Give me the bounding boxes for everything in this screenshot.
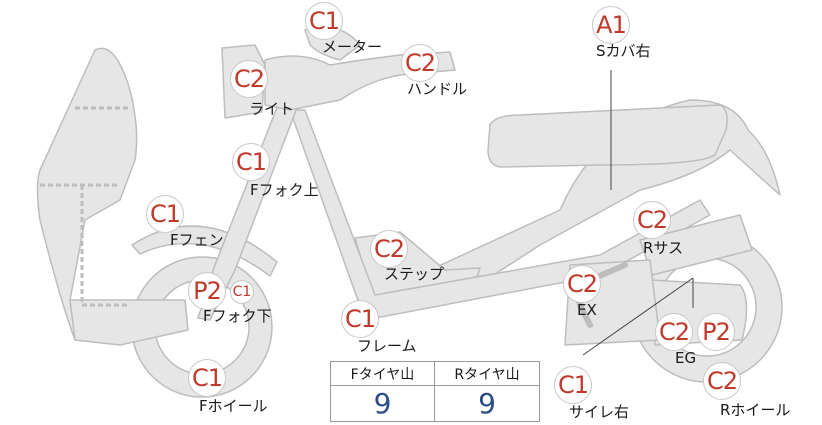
front-fork-upper-label: Fフォク上	[250, 181, 319, 199]
front-fork-upper-grade: C1	[235, 148, 267, 176]
rear-tire-value: 9	[478, 387, 496, 420]
front-fender-grade: C1	[149, 200, 181, 228]
engine-grade: C2	[658, 318, 690, 346]
front-cover-shape	[69, 299, 189, 346]
front-wheel-label: Fホイール	[199, 397, 268, 415]
rear-suspension-grade-badge: C2	[633, 201, 671, 239]
meter-label: メーター	[322, 38, 383, 56]
engine-label: EG	[675, 349, 697, 367]
meter-grade: C1	[308, 7, 340, 35]
rear-suspension-grade: C2	[636, 206, 668, 234]
leg-shield-shape	[36, 47, 138, 341]
front-fork-lower-grade2-badge: C1	[230, 280, 254, 304]
rear-wheel-grade-badge: C2	[703, 362, 741, 400]
light-grade-badge: C2	[230, 60, 268, 98]
exhaust-label: EX	[577, 301, 597, 319]
front-fork-lower-label: Fフォク下	[203, 307, 272, 325]
front-tire-header: Fタイヤ山	[331, 362, 435, 386]
rear-suspension-label: Rサス	[643, 239, 684, 257]
handle-label: ハンドル	[407, 80, 468, 98]
tire-tread-table: Fタイヤ山 Rタイヤ山 9 9	[330, 361, 540, 422]
muffler-label: サイレ右	[569, 403, 630, 421]
step-label: ステップ	[384, 265, 445, 283]
front-fork-lower-grade2: C1	[232, 284, 252, 300]
engine-grade2: P2	[702, 318, 731, 346]
front-fender-label: Fフェン	[170, 231, 224, 249]
handle-grade: C2	[404, 49, 436, 77]
front-wheel-grade: C1	[191, 364, 223, 392]
step-grade-badge: C2	[370, 230, 408, 268]
step-grade: C2	[373, 235, 405, 263]
rear-tire-header: Rタイヤ山	[435, 362, 539, 386]
seat-shape	[487, 104, 728, 168]
front-fork-upper-grade-badge: C1	[232, 143, 270, 181]
exhaust-grade-badge: C2	[563, 265, 601, 303]
frame-label: フレーム	[357, 337, 417, 355]
muffler-grade-badge: C1	[554, 366, 592, 404]
rear-wheel-grade: C2	[706, 367, 738, 395]
light-label: ライト	[249, 100, 295, 118]
frame-grade-badge: C1	[341, 300, 379, 338]
handle-grade-badge: C2	[401, 44, 439, 82]
rear-wheel-label: Rホイール	[720, 401, 791, 419]
front-wheel-grade-badge: C1	[188, 359, 226, 397]
front-fork-lower-grade: P2	[193, 277, 222, 305]
meter-grade-badge: C1	[305, 2, 343, 40]
frame-grade: C1	[344, 305, 376, 333]
engine-grade2-badge: P2	[697, 313, 735, 351]
engine-grade-badge: C2	[655, 313, 693, 351]
s-cover-grade: A1	[596, 11, 627, 39]
muffler-grade: C1	[557, 371, 589, 399]
front-fender-grade-badge: C1	[146, 195, 184, 233]
s-cover-label: Sカバ右	[596, 42, 651, 60]
exhaust-grade: C2	[566, 270, 598, 298]
light-grade: C2	[233, 65, 265, 93]
front-tire-value: 9	[331, 386, 435, 421]
s-cover-grade-badge: A1	[592, 6, 630, 44]
front-fork-lower-grade-badge: P2	[188, 272, 226, 310]
